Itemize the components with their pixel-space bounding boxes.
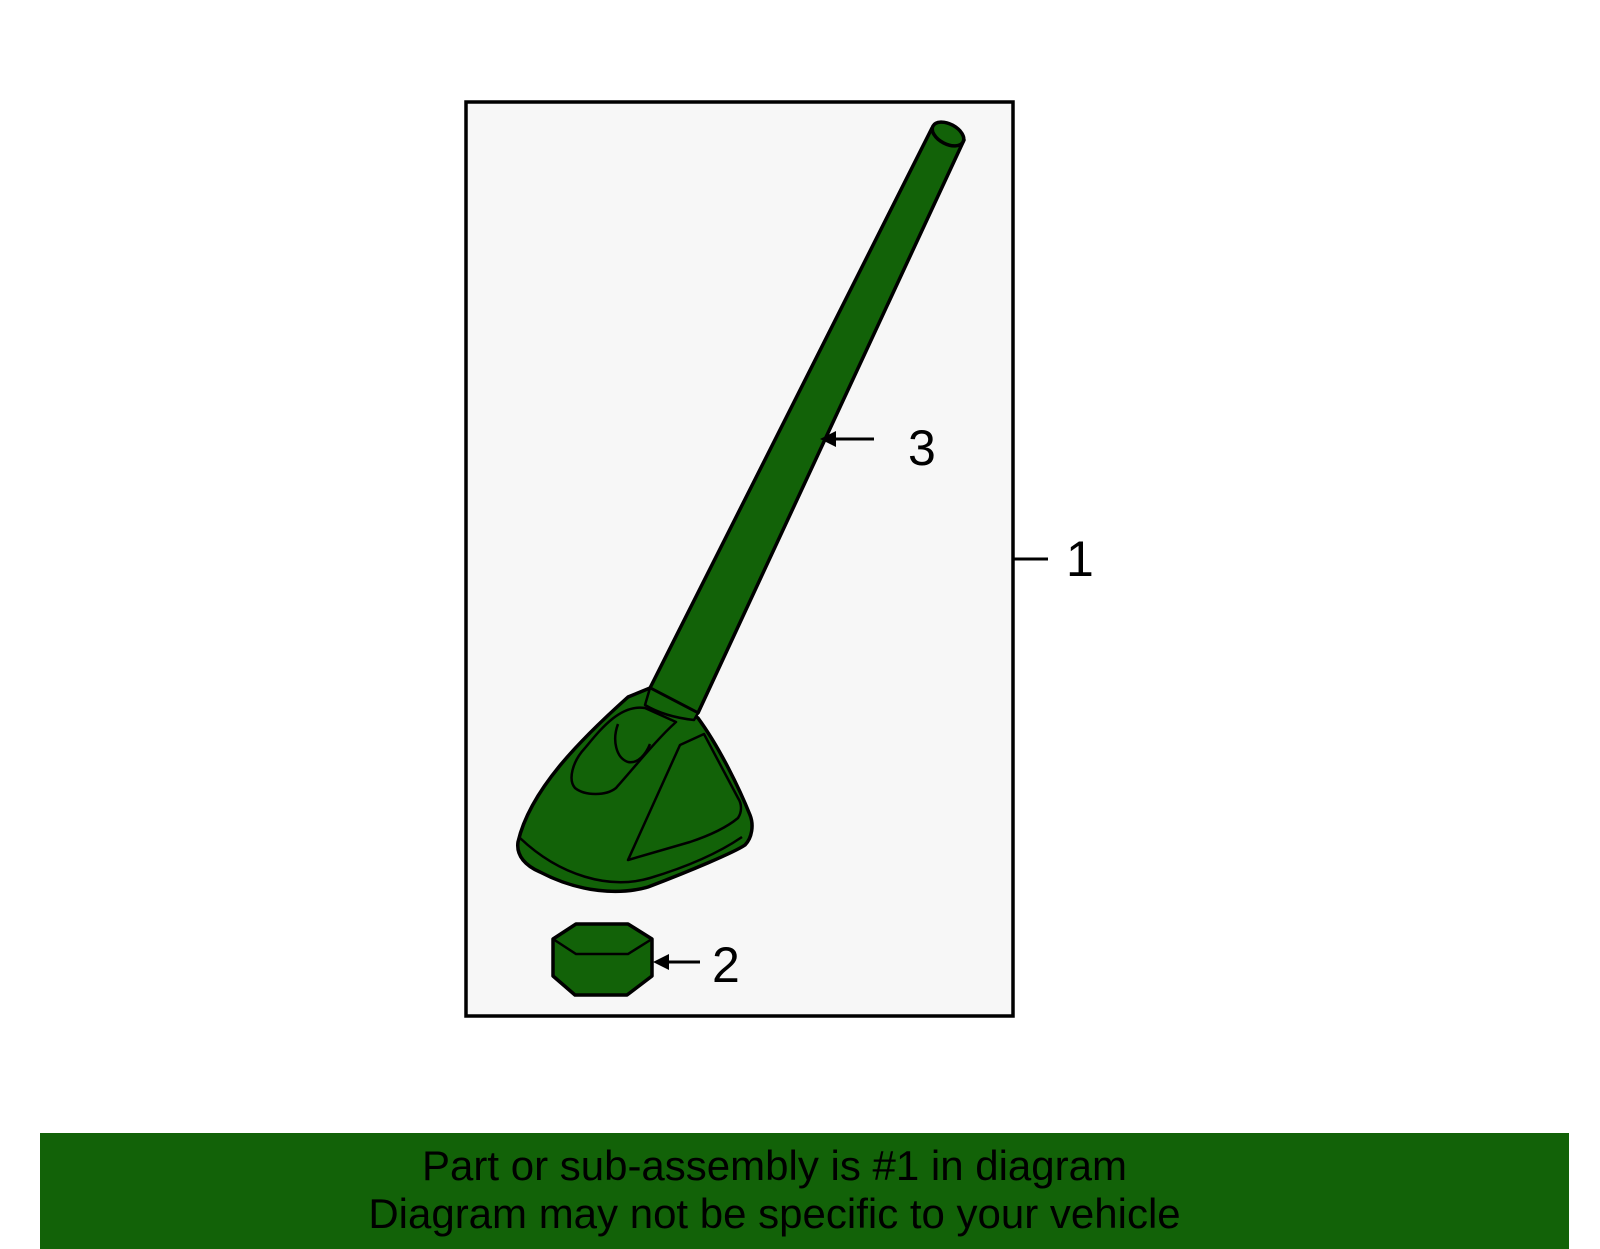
banner-line-1: Part or sub-assembly is #1 in diagram xyxy=(422,1142,1127,1189)
antenna-base[interactable] xyxy=(516,686,754,894)
callout-2: 2 xyxy=(712,937,740,993)
callout-1: 1 xyxy=(1066,531,1094,587)
leader-line-3 xyxy=(820,431,874,447)
antenna-nut[interactable] xyxy=(551,922,654,997)
callout-3: 3 xyxy=(908,420,936,476)
leader-line-2 xyxy=(653,954,700,970)
info-banner: Part or sub-assembly is #1 in diagram Di… xyxy=(40,1133,1569,1249)
banner-line-2: Diagram may not be specific to your vehi… xyxy=(368,1190,1181,1237)
